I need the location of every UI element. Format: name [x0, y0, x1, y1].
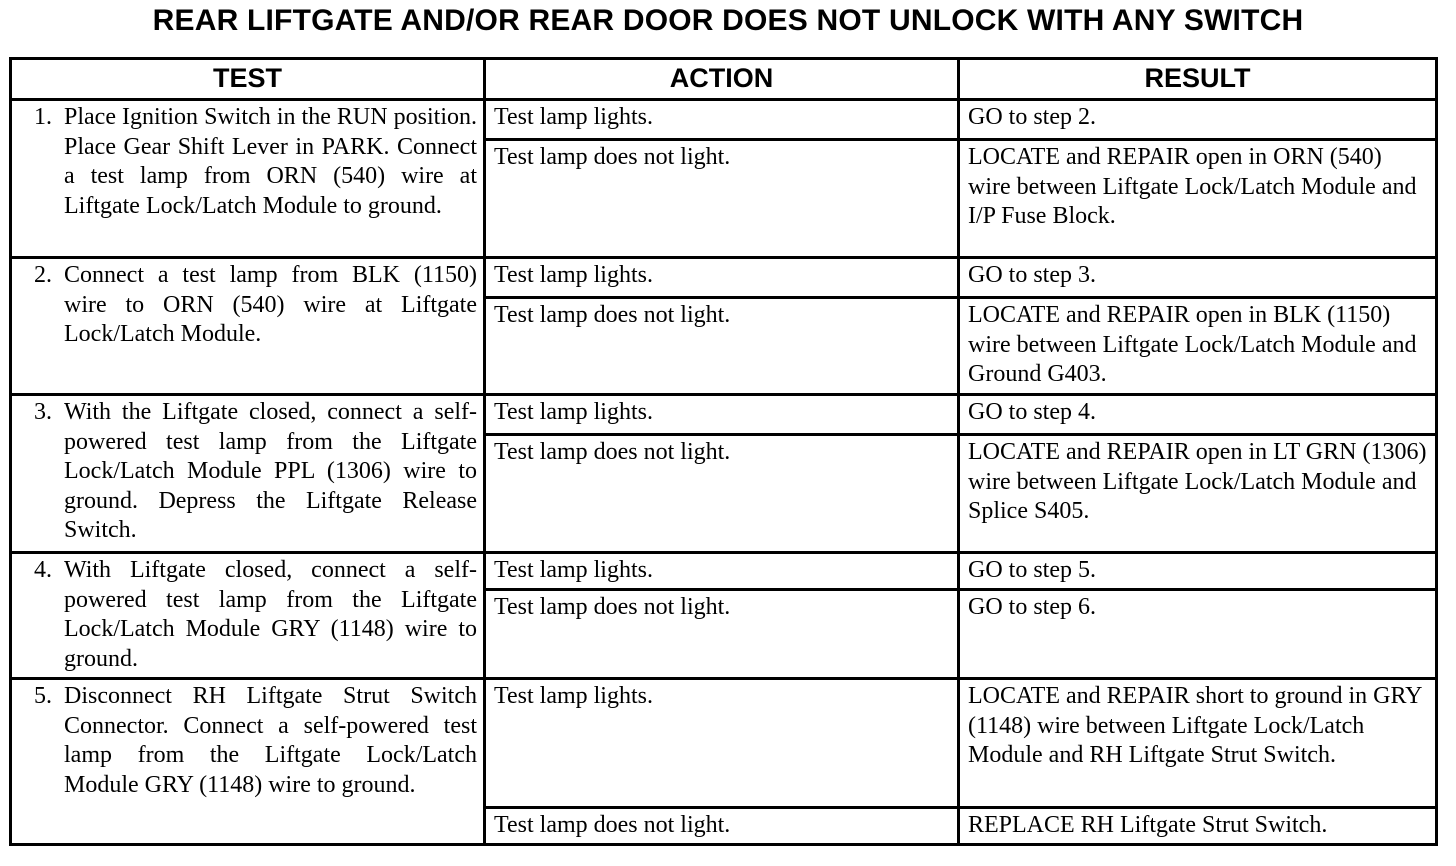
table-row: Test lamp does not light. LOCATE and REP… [11, 433, 1438, 554]
action-cell: Test lamp does not light. [483, 433, 960, 554]
table-row: Test lamp does not light. LOCATE and REP… [11, 296, 1438, 396]
action-cell: Test lamp does not light. [483, 296, 960, 396]
action-cell: Test lamp lights. [483, 393, 960, 436]
test-text: With Liftgate closed, connect a self-pow… [64, 557, 477, 672]
action-cell: Test lamp does not light. [483, 588, 960, 680]
diagnostic-table: TEST ACTION RESULT 1. Place Ignition Swi… [9, 57, 1438, 846]
result-cell: GO to step 3. [957, 256, 1438, 299]
result-cell: REPLACE RH Liftgate Strut Switch. [957, 806, 1438, 846]
table-row: 1. Place Ignition Switch in the RUN posi… [9, 98, 1438, 259]
step-number: 1. [34, 104, 52, 130]
step-number: 5. [34, 683, 52, 709]
table-row: Test lamp does not light. REPLACE RH Lif… [11, 806, 1438, 846]
result-cell: GO to step 5. [957, 551, 1438, 591]
result-cell: GO to step 6. [957, 588, 1438, 680]
step-number: 3. [34, 399, 52, 425]
header-action: ACTION [483, 57, 960, 101]
test-text: Connect a test lamp from BLK (1150) wire… [64, 262, 477, 347]
action-cell: Test lamp does not light. [483, 806, 960, 846]
action-cell: Test lamp lights. [483, 677, 960, 809]
result-cell: LOCATE and REPAIR open in LT GRN (1306) … [957, 433, 1438, 554]
result-cell: GO to step 4. [957, 393, 1438, 436]
table-row: Test lamp does not light. GO to step 6. [11, 588, 1438, 680]
action-cell: Test lamp lights. [483, 551, 960, 591]
action-cell: Test lamp does not light. [483, 138, 960, 259]
test-text: Disconnect RH Liftgate Strut Switch Conn… [64, 683, 477, 798]
result-cell: GO to step 2. [957, 98, 1438, 141]
header-test: TEST [9, 57, 486, 101]
test-text: With the Liftgate closed, connect a self… [64, 399, 477, 543]
action-cell: Test lamp lights. [483, 256, 960, 299]
test-cell: 2. Connect a test lamp from BLK (1150) w… [9, 256, 486, 396]
action-cell: Test lamp lights. [483, 98, 960, 141]
test-text: Place Ignition Switch in the RUN positio… [64, 104, 477, 219]
table-row: 4. With Liftgate closed, connect a self-… [9, 551, 1438, 680]
header-row: TEST ACTION RESULT [9, 57, 1438, 101]
header-result: RESULT [957, 57, 1438, 101]
test-cell: 4. With Liftgate closed, connect a self-… [9, 551, 486, 680]
step-number: 2. [34, 262, 52, 288]
table-row: Test lamp does not light. LOCATE and REP… [11, 138, 1438, 259]
test-cell: 3. With the Liftgate closed, connect a s… [9, 393, 486, 554]
table-row: 3. With the Liftgate closed, connect a s… [9, 393, 1438, 554]
test-cell: 1. Place Ignition Switch in the RUN posi… [9, 98, 486, 259]
table-row: 5. Disconnect RH Liftgate Strut Switch C… [9, 677, 1438, 846]
table-row: 2. Connect a test lamp from BLK (1150) w… [9, 256, 1438, 396]
test-cell: 5. Disconnect RH Liftgate Strut Switch C… [9, 677, 486, 846]
result-cell: LOCATE and REPAIR short to ground in GRY… [957, 677, 1438, 809]
page-title: REAR LIFTGATE AND/OR REAR DOOR DOES NOT … [152, 4, 1304, 37]
result-cell: LOCATE and REPAIR open in BLK (1150) wir… [957, 296, 1438, 396]
step-number: 4. [34, 557, 52, 583]
result-cell: LOCATE and REPAIR open in ORN (540) wire… [957, 138, 1438, 259]
